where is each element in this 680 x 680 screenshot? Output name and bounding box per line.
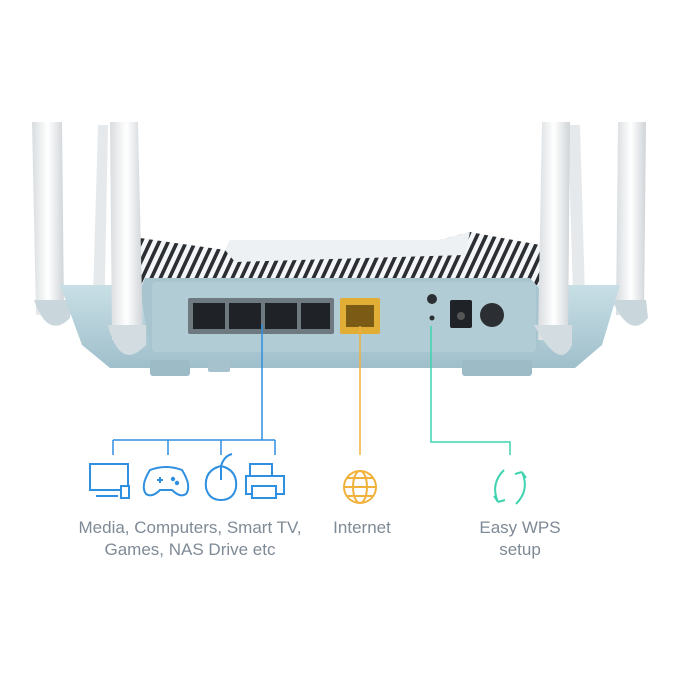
antenna-right-back <box>568 125 586 330</box>
devices-caption-line2: Games, NAS Drive etc <box>104 540 276 559</box>
lan-ports <box>188 298 334 334</box>
wps-caption-line1: Easy WPS <box>479 518 561 537</box>
reset-button <box>427 294 437 321</box>
wan-port <box>340 298 380 334</box>
antenna-left-back <box>92 125 108 330</box>
gamepad-icon <box>142 466 190 497</box>
antenna-right-outer <box>612 122 648 326</box>
sync-arrows-icon <box>493 469 527 505</box>
wps-connector-line <box>430 326 511 455</box>
lan-connector-lines <box>112 324 276 455</box>
globe-icon <box>343 470 377 504</box>
power-button <box>480 303 504 327</box>
printer-icon <box>245 463 285 499</box>
monitor-icon <box>89 463 130 499</box>
antenna-left-inner <box>108 122 146 355</box>
internet-caption: Internet <box>312 517 412 539</box>
antenna-right-inner <box>534 122 572 355</box>
wps-caption: Easy WPS setup <box>455 517 585 561</box>
router-top-vents <box>140 232 545 285</box>
internet-caption-line1: Internet <box>333 518 391 537</box>
antenna-left-outer <box>32 122 72 326</box>
devices-caption-line1: Media, Computers, Smart TV, <box>78 518 302 537</box>
devices-caption: Media, Computers, Smart TV, Games, NAS D… <box>40 517 340 561</box>
power-jack <box>450 300 472 328</box>
wps-caption-line2: setup <box>499 540 541 559</box>
mouse-icon <box>204 453 238 502</box>
